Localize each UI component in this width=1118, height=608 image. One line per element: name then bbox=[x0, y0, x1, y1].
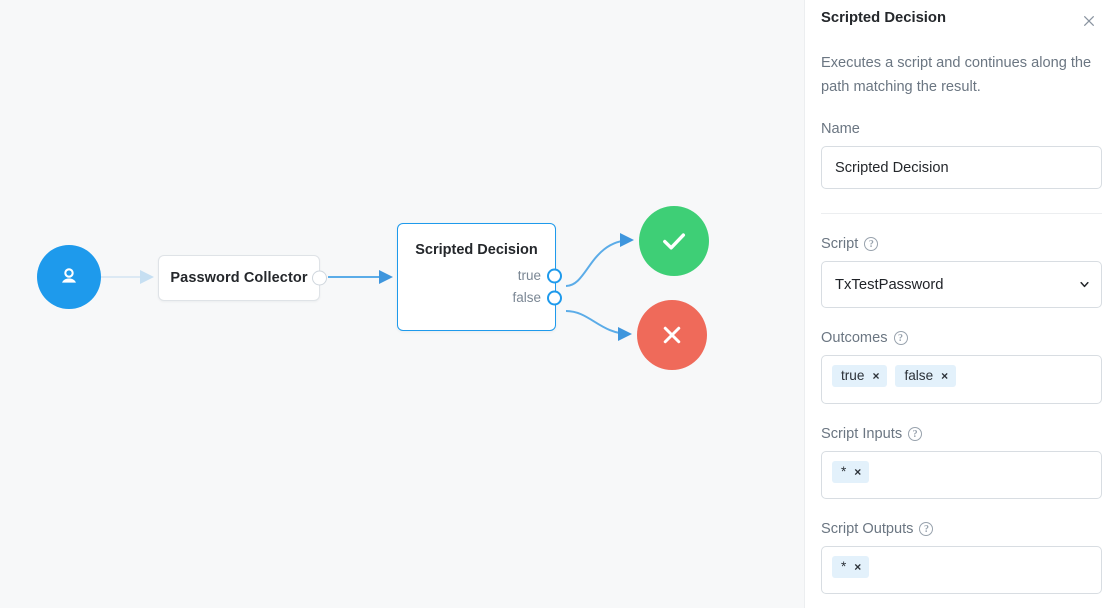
help-icon[interactable]: ? bbox=[919, 522, 934, 537]
panel-description: Executes a script and continues along th… bbox=[821, 55, 1092, 95]
chip-label: * bbox=[841, 464, 847, 480]
node-title: Scripted Decision bbox=[415, 242, 538, 258]
connector-true-to-success bbox=[565, 233, 634, 287]
label-text: Script Inputs bbox=[821, 426, 903, 443]
output-ports: true false bbox=[412, 268, 562, 305]
section-divider bbox=[821, 213, 1102, 215]
output-port[interactable] bbox=[312, 270, 327, 286]
output-port-false[interactable] bbox=[547, 290, 562, 305]
name-label: Name bbox=[821, 121, 1102, 137]
connector-false-to-failure bbox=[565, 310, 632, 341]
port-row-true[interactable]: true bbox=[517, 268, 562, 283]
port-label: false bbox=[512, 290, 541, 305]
flow-canvas[interactable]: Password Collector Scripted Decision tru… bbox=[0, 0, 804, 608]
script-select-wrap: TxTestPassword bbox=[821, 261, 1102, 309]
script-inputs-chip-input[interactable]: * × bbox=[821, 451, 1102, 500]
label-text: Outcomes bbox=[821, 330, 888, 347]
close-button[interactable] bbox=[1076, 8, 1102, 34]
chip-remove-icon[interactable]: × bbox=[872, 368, 880, 383]
chip-remove-icon[interactable]: × bbox=[854, 559, 862, 574]
chip-remove-icon[interactable]: × bbox=[854, 464, 862, 479]
port-row-false[interactable]: false bbox=[512, 290, 562, 305]
close-icon bbox=[1084, 16, 1094, 26]
script-inputs-label: Script Inputs ? bbox=[821, 426, 1102, 442]
script-select-value: TxTestPassword bbox=[835, 276, 944, 293]
connector-layer bbox=[101, 233, 634, 341]
chip[interactable]: true × bbox=[832, 365, 888, 388]
port-label: true bbox=[517, 268, 541, 283]
chip[interactable]: * × bbox=[832, 556, 870, 579]
help-icon[interactable]: ? bbox=[864, 237, 879, 252]
outcomes-chip-input[interactable]: true × false × bbox=[821, 355, 1102, 405]
script-select[interactable]: TxTestPassword bbox=[821, 261, 1102, 309]
help-icon[interactable]: ? bbox=[908, 427, 923, 442]
node-scripted-decision[interactable]: Scripted Decision true false bbox=[397, 223, 562, 331]
script-outputs-chip-input[interactable]: * × bbox=[821, 546, 1102, 595]
script-outputs-field-group: Script Outputs ? * × bbox=[821, 521, 1102, 595]
name-field-group: Name bbox=[821, 121, 1102, 190]
user-icon bbox=[62, 268, 76, 283]
node-title: Password Collector bbox=[170, 270, 308, 286]
chip-remove-icon[interactable]: × bbox=[941, 368, 949, 383]
node-password-collector[interactable]: Password Collector bbox=[158, 255, 327, 301]
label-text: Script bbox=[821, 236, 859, 253]
name-input[interactable] bbox=[821, 146, 1102, 190]
label-text: Name bbox=[821, 121, 860, 138]
node-success[interactable] bbox=[639, 206, 709, 276]
help-icon[interactable]: ? bbox=[893, 331, 908, 346]
script-field-group: Script ? TxTestPassword bbox=[821, 236, 1102, 309]
panel-header: Scripted Decision bbox=[821, 0, 1102, 34]
chip[interactable]: false × bbox=[895, 365, 957, 388]
output-port-true[interactable] bbox=[547, 268, 562, 283]
chip-label: * bbox=[841, 559, 847, 575]
outcomes-label: Outcomes ? bbox=[821, 330, 1102, 346]
chip-label: true bbox=[841, 368, 865, 384]
check-icon bbox=[663, 233, 686, 250]
script-label: Script ? bbox=[821, 236, 1102, 252]
outcomes-field-group: Outcomes ? true × false × bbox=[821, 330, 1102, 405]
label-text: Script Outputs bbox=[821, 521, 914, 538]
chip[interactable]: * × bbox=[832, 461, 870, 484]
chip-label: false bbox=[904, 368, 934, 384]
script-inputs-field-group: Script Inputs ? * × bbox=[821, 426, 1102, 500]
properties-panel: Scripted Decision Executes a script and … bbox=[804, 0, 1118, 608]
page-title: Scripted Decision bbox=[821, 10, 946, 26]
start-node[interactable] bbox=[37, 245, 101, 309]
x-icon bbox=[663, 326, 681, 344]
node-failure[interactable] bbox=[637, 300, 707, 370]
script-outputs-label: Script Outputs ? bbox=[821, 521, 1102, 537]
